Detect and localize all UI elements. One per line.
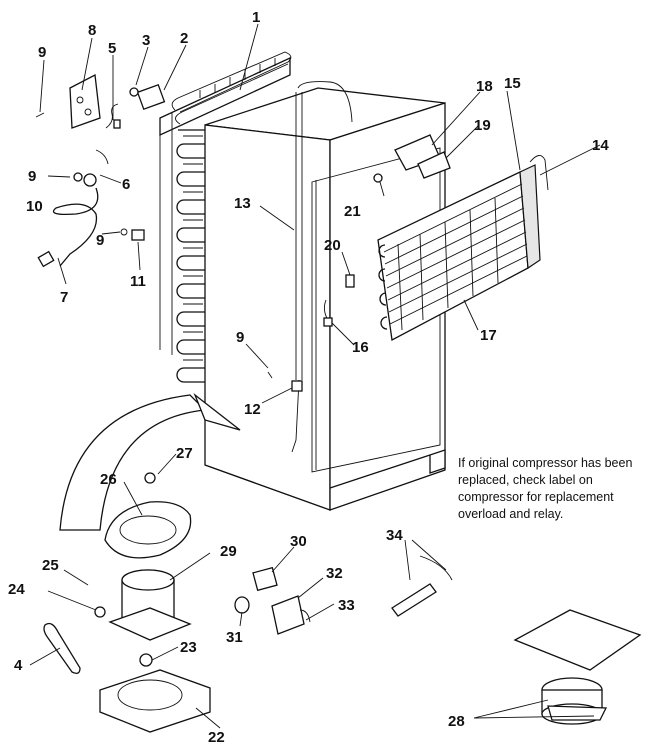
part-label-12: 12 <box>244 401 261 418</box>
part-label-9-top: 9 <box>38 44 46 61</box>
part-label-19: 19 <box>474 117 491 134</box>
part-label-7: 7 <box>60 289 68 306</box>
assembly-arrowhead <box>193 393 241 431</box>
part-label-6: 6 <box>122 176 130 193</box>
refrigerator-cabinet <box>204 81 446 511</box>
part-label-27: 27 <box>176 445 193 462</box>
capillary-tube <box>291 379 300 453</box>
part-number-labels: 1 2 3 5 8 9 6 9 10 7 9 11 13 14 15 18 19… <box>8 9 609 746</box>
part-label-20: 20 <box>324 237 341 254</box>
part-label-25: 25 <box>42 557 59 574</box>
part-label-23: 23 <box>180 639 197 656</box>
part-label-9-left: 9 <box>28 168 36 185</box>
part-label-29: 29 <box>220 543 237 560</box>
part-label-14: 14 <box>592 137 609 154</box>
part-label-31: 31 <box>226 629 243 646</box>
part-label-28: 28 <box>448 713 465 730</box>
part-label-3: 3 <box>142 32 150 49</box>
part-label-2: 2 <box>180 30 188 47</box>
part-label-33: 33 <box>338 597 355 614</box>
part-label-32: 32 <box>326 565 343 582</box>
part-label-34: 34 <box>386 527 403 544</box>
part-label-9-cabinet: 9 <box>236 329 244 346</box>
part-label-16: 16 <box>352 339 369 356</box>
note-line-3: compressor for replacement <box>458 490 614 504</box>
part-label-26: 26 <box>100 471 117 488</box>
part-label-22: 22 <box>208 729 225 746</box>
small-parts-top-left <box>35 73 166 268</box>
part-label-21: 21 <box>344 203 361 220</box>
leader-lines <box>29 23 601 729</box>
part-label-11: 11 <box>130 273 146 290</box>
part-label-17: 17 <box>480 327 497 344</box>
part-label-13: 13 <box>234 195 251 212</box>
part-label-4: 4 <box>14 657 23 674</box>
note-line-2: replaced, check label on <box>458 473 593 487</box>
part-label-18: 18 <box>476 78 493 95</box>
compressor-assembly <box>43 472 642 733</box>
note-line-4: overload and relay. <box>458 507 564 521</box>
part-label-9-mid: 9 <box>96 232 104 249</box>
part-label-10: 10 <box>26 198 43 215</box>
part-label-8: 8 <box>88 22 96 39</box>
part-label-1: 1 <box>252 9 260 26</box>
note-line-1: If original compressor has been <box>458 456 633 470</box>
part-label-24: 24 <box>8 581 25 598</box>
part-label-15: 15 <box>504 75 521 92</box>
part-label-5: 5 <box>108 40 116 57</box>
cabinet-small-parts <box>267 134 451 392</box>
compressor-replacement-note: If original compressor has been replaced… <box>458 455 658 523</box>
evaporator <box>377 155 549 342</box>
part-label-30: 30 <box>290 533 307 550</box>
condenser-coil <box>159 51 292 383</box>
